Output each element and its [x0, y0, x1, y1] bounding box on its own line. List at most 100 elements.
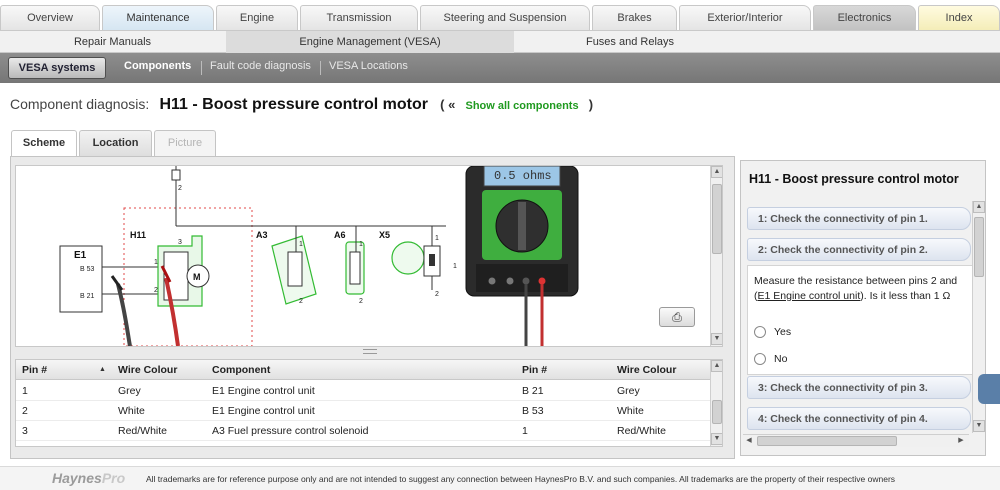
tab-brakes[interactable]: Brakes	[592, 5, 677, 30]
radio-no[interactable]	[754, 353, 766, 366]
scroll-down-icon[interactable]: ▼	[711, 433, 722, 445]
radio-yes[interactable]	[754, 326, 766, 339]
scroll-down-icon[interactable]: ▼	[711, 333, 722, 345]
h11-boundary	[123, 207, 253, 346]
answer-no[interactable]: No	[754, 351, 787, 367]
logo-pro: Pro	[101, 470, 126, 486]
logo-main: Haynes	[52, 470, 102, 486]
meter-display	[483, 166, 561, 187]
cell-wire-colour: Red/White	[118, 425, 168, 437]
black-probe-lead	[116, 283, 132, 346]
subnav-fuses-relays[interactable]: Fuses and Relays	[585, 36, 675, 48]
print-button[interactable]: ⎙	[659, 307, 695, 327]
sort-asc-icon[interactable]: ▲	[99, 366, 106, 373]
wiring-diagram[interactable]: E1 B 53 B 21 2 H11 M 1 2 3 A3 1	[15, 165, 723, 347]
question-line-2: (E1 Engine control unit). Is it less tha…	[754, 289, 985, 304]
question-line-1: Measure the resistance between pins 2 an…	[754, 275, 958, 287]
pin-number: 1	[359, 241, 363, 248]
col-component[interactable]: Component	[212, 364, 271, 376]
vesa-systems-button[interactable]: VESA systems	[8, 57, 106, 79]
meter-dial-knob	[518, 202, 526, 250]
jack-v	[538, 277, 546, 285]
tab-scheme[interactable]: Scheme	[11, 130, 77, 157]
e1-pin-b53: B 53	[80, 266, 95, 273]
diagram-scrollbar[interactable]: ▲ ▼	[710, 166, 722, 346]
diagnosis-panel: H11 - Boost pressure control motor 1: Ch…	[740, 160, 986, 456]
splitter-handle[interactable]	[363, 349, 377, 354]
scroll-up-icon[interactable]: ▲	[973, 201, 985, 213]
scroll-thumb[interactable]	[712, 184, 722, 254]
pin-number: 2	[154, 287, 158, 294]
show-all-components-link[interactable]: Show all components	[465, 100, 579, 112]
tab-electronics[interactable]: Electronics	[813, 5, 916, 30]
table-row[interactable]: 2 White E1 Engine control unit B 53 Whit…	[16, 401, 710, 421]
vesa-locations-link[interactable]: VESA Locations	[329, 60, 408, 72]
sub-nav: Repair Manuals Engine Management (VESA) …	[0, 30, 1000, 53]
cell-component: A3 Fuel pressure control solenoid	[212, 425, 369, 437]
x5-label: X5	[379, 230, 390, 240]
tab-location[interactable]: Location	[79, 130, 152, 156]
tab-picture: Picture	[154, 130, 216, 156]
component-name: H11 - Boost pressure control motor	[159, 96, 428, 113]
a6-coil	[349, 251, 361, 285]
meter-reading: 0.5 ohms	[494, 169, 552, 183]
fault-code-link[interactable]: Fault code diagnosis	[210, 60, 311, 72]
tab-engine[interactable]: Engine	[216, 5, 298, 30]
subnav-repair-manuals[interactable]: Repair Manuals	[73, 36, 152, 48]
wiring-diagram-svg: E1 B 53 B 21 2 H11 M 1 2 3 A3 1	[59, 166, 579, 346]
e1-box	[59, 245, 103, 313]
toolbar-divider	[320, 61, 321, 75]
tab-transmission[interactable]: Transmission	[300, 5, 418, 30]
h11-motor	[186, 264, 210, 288]
x5-pin	[429, 254, 435, 266]
scroll-right-icon[interactable]: ▶	[958, 437, 964, 444]
scroll-thumb[interactable]	[974, 217, 984, 277]
e1-ecu-link[interactable]: E1 Engine control unit	[757, 290, 861, 302]
tab-steering-suspension[interactable]: Steering and Suspension	[420, 5, 590, 30]
cell-wire-colour-2: White	[617, 405, 644, 417]
step-3-button[interactable]: 3: Check the connectivity of pin 3.	[747, 376, 971, 399]
panel-h-scrollbar[interactable]: ◀ ▶	[743, 434, 969, 447]
col-wire-colour[interactable]: Wire Colour	[118, 364, 178, 376]
motor-label: M	[193, 272, 201, 282]
step-2-button[interactable]: 2: Check the connectivity of pin 2.	[747, 238, 971, 261]
answer-yes[interactable]: Yes	[754, 324, 791, 340]
scroll-up-icon[interactable]: ▲	[711, 166, 722, 178]
step-4-button[interactable]: 4: Check the connectivity of pin 4.	[747, 407, 971, 430]
paren-close: )	[588, 97, 594, 112]
tab-index[interactable]: Index	[918, 5, 1000, 30]
side-panel-handle[interactable]	[978, 374, 1000, 404]
scroll-left-icon[interactable]: ◀	[746, 437, 752, 444]
step-2-body: Measure the resistance between pins 2 an…	[747, 265, 979, 375]
scroll-down-icon[interactable]: ▼	[973, 420, 985, 432]
red-probe-lead	[164, 277, 180, 346]
jack-com	[522, 277, 530, 285]
tab-exterior-interior[interactable]: Exterior/Interior	[679, 5, 811, 30]
col-pin-2[interactable]: Pin #	[522, 364, 548, 376]
legal-text: All trademarks are for reference purpose…	[146, 474, 896, 484]
scroll-thumb[interactable]	[712, 400, 722, 424]
pin-number: 2	[299, 298, 303, 305]
table-row[interactable]: 1 Grey E1 Engine control unit B 21 Grey	[16, 381, 710, 401]
tab-maintenance[interactable]: Maintenance	[102, 5, 214, 30]
scroll-thumb[interactable]	[757, 436, 897, 446]
vesa-toolbar: VESA systems Components Fault code diagn…	[0, 53, 1000, 83]
col-pin[interactable]: Pin #	[22, 364, 48, 376]
multimeter: 0.5 ohms	[465, 166, 579, 346]
subnav-engine-management[interactable]: Engine Management (VESA)	[226, 31, 514, 53]
haynespro-logo: HaynesPro	[52, 470, 125, 486]
step-1-button[interactable]: 1: Check the connectivity of pin 1.	[747, 207, 971, 230]
pin-table: Pin # ▲ Wire Colour Component Pin # Wire…	[15, 359, 723, 447]
tab-overview[interactable]: Overview	[0, 5, 100, 30]
top-connector	[171, 169, 181, 181]
e1-pin-b21: B 21	[80, 293, 95, 300]
col-wire-colour-2[interactable]: Wire Colour	[617, 364, 677, 376]
table-row[interactable]: 3 Red/White A3 Fuel pressure control sol…	[16, 421, 710, 441]
no-label: No	[774, 353, 788, 365]
table-scrollbar[interactable]: ▲ ▼	[710, 360, 722, 446]
cell-pin: 3	[22, 425, 28, 437]
cell-wire-colour-2: Red/White	[617, 425, 667, 437]
components-link[interactable]: Components	[124, 60, 192, 72]
scroll-up-icon[interactable]: ▲	[711, 360, 722, 372]
pin-number: 2	[359, 298, 363, 305]
